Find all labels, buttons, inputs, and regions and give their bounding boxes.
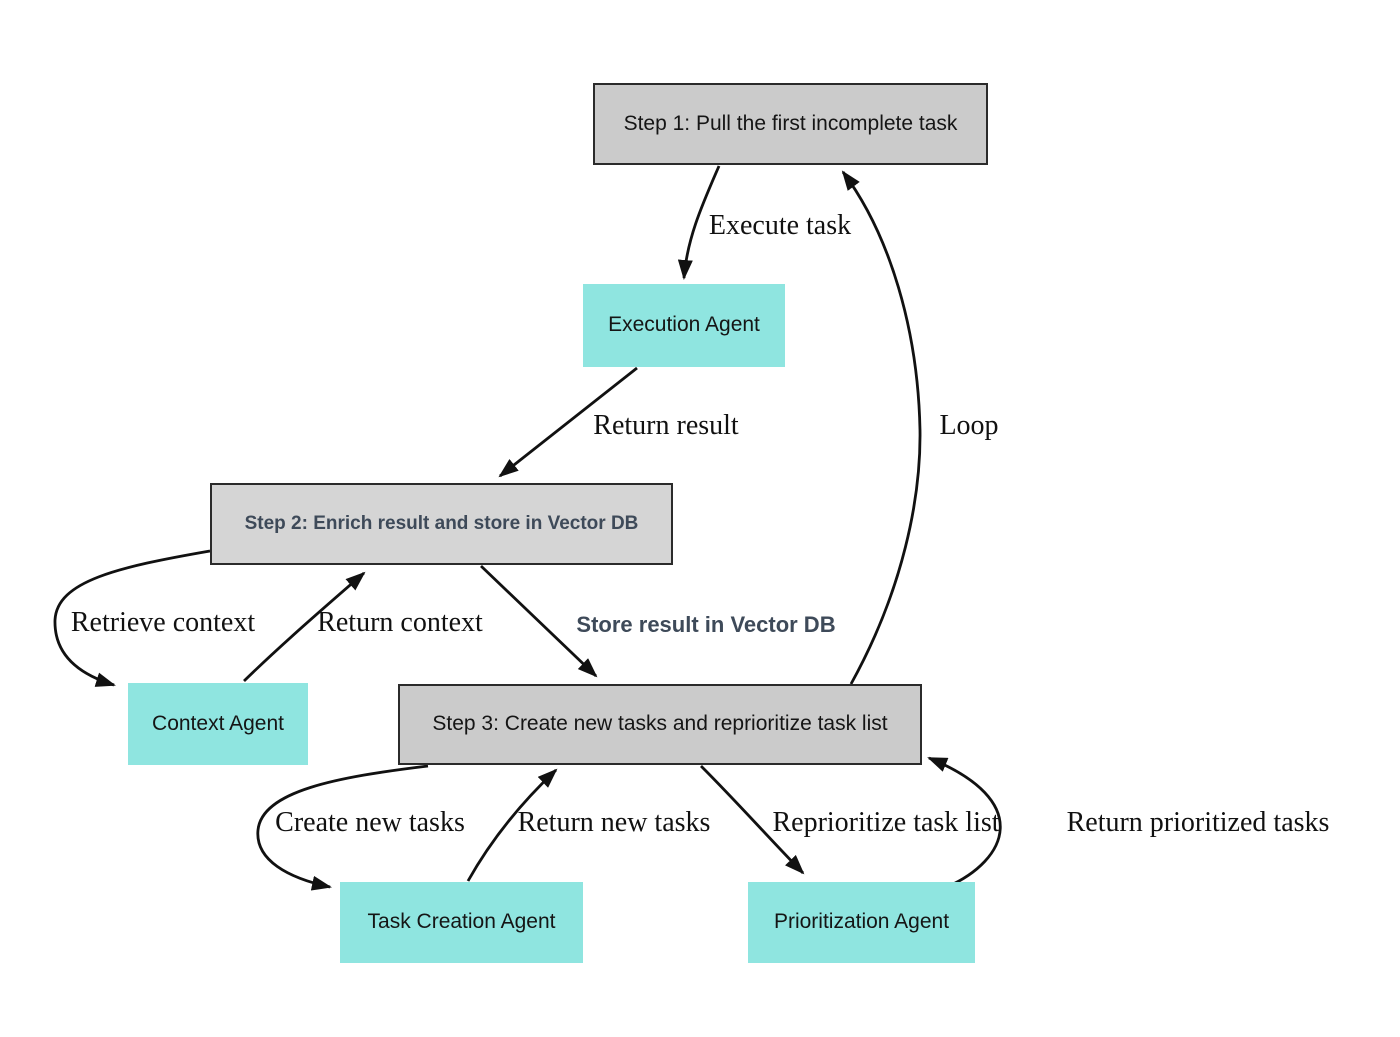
edge-label-store-result: Store result in Vector DB xyxy=(576,612,836,637)
node-step-3-label: Step 3: Create new tasks and reprioritiz… xyxy=(432,712,888,736)
edge-label-return-prioritized-tasks: Return prioritized tasks xyxy=(1066,807,1330,838)
edge-create-new-tasks xyxy=(256,764,429,891)
edge-label-create-new-tasks: Create new tasks xyxy=(275,807,465,838)
node-context-agent: Context Agent xyxy=(128,683,308,765)
node-execution-agent-label: Execution Agent xyxy=(608,313,760,337)
edge-return-new-tasks xyxy=(466,768,558,882)
node-prioritization-agent: Prioritization Agent xyxy=(748,882,975,963)
edge-label-execute-task: Execute task xyxy=(708,210,852,241)
edge-reprioritize-task-list xyxy=(700,765,805,875)
edge-loop xyxy=(841,170,922,685)
edge-label-loop: Loop xyxy=(939,410,999,441)
node-step-3: Step 3: Create new tasks and reprioritiz… xyxy=(398,684,922,765)
edge-label-return-new-tasks: Return new tasks xyxy=(517,807,711,838)
node-task-creation-agent: Task Creation Agent xyxy=(340,882,583,963)
node-execution-agent: Execution Agent xyxy=(583,284,785,367)
node-step-2-label: Step 2: Enrich result and store in Vecto… xyxy=(244,513,639,535)
edge-return-prioritized-tasks xyxy=(927,756,1002,889)
edge-execute-task xyxy=(677,165,721,280)
edge-store-result xyxy=(480,564,598,678)
node-step-1-label: Step 1: Pull the first incomplete task xyxy=(623,111,958,135)
node-step-1: Step 1: Pull the first incomplete task xyxy=(593,83,988,165)
node-context-agent-label: Context Agent xyxy=(152,711,284,735)
node-task-creation-agent-label: Task Creation Agent xyxy=(367,910,556,934)
edge-label-reprioritize-task-list: Reprioritize task list xyxy=(772,807,1000,838)
edge-label-retrieve-context: Retrieve context xyxy=(70,607,256,638)
edge-return-result xyxy=(498,366,638,478)
edge-return-context xyxy=(243,571,366,683)
node-step-2: Step 2: Enrich result and store in Vecto… xyxy=(210,483,673,565)
edge-label-return-result: Return result xyxy=(593,410,739,441)
edge-retrieve-context xyxy=(53,549,211,687)
node-prioritization-agent-label: Prioritization Agent xyxy=(773,910,950,934)
edge-label-return-context: Return context xyxy=(317,607,483,638)
